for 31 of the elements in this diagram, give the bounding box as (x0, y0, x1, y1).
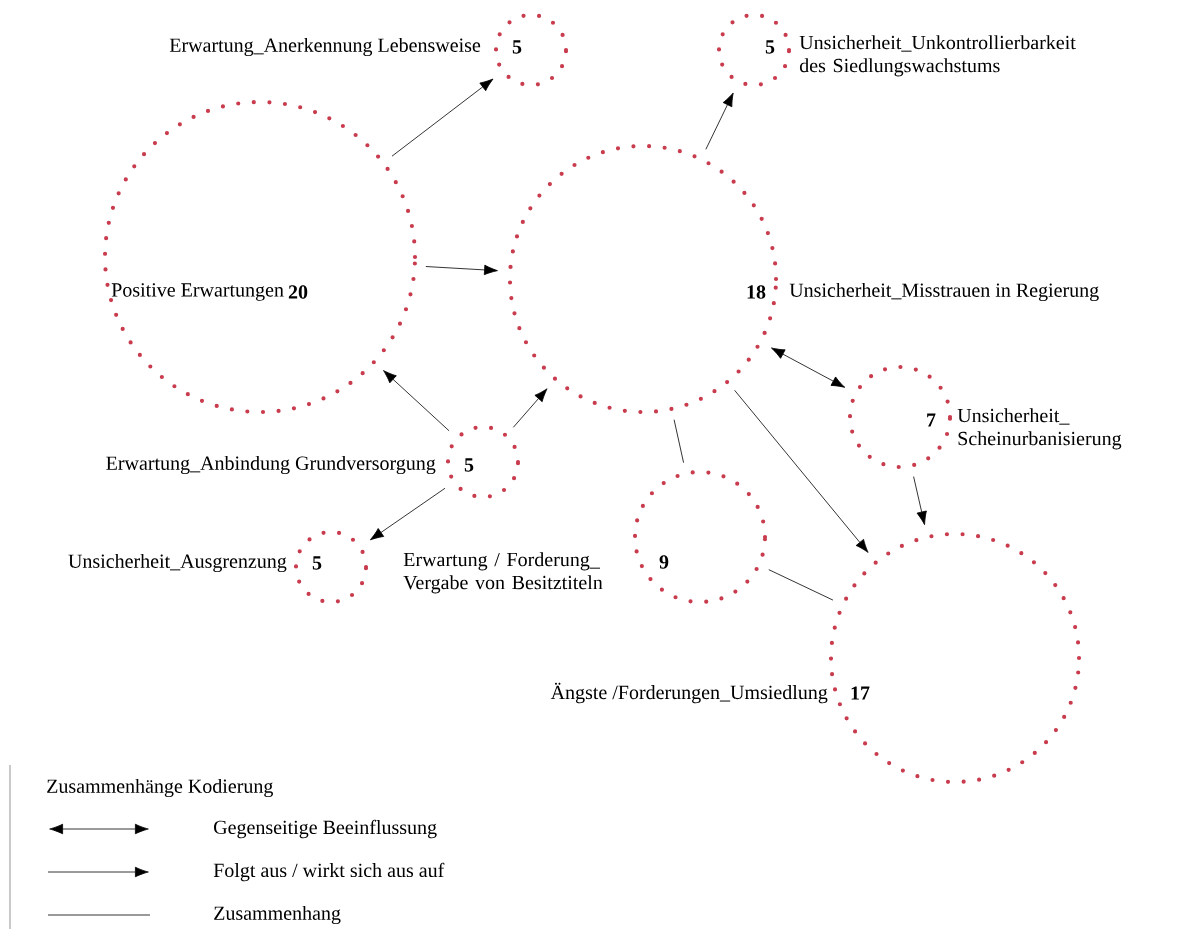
arrow (425, 264, 498, 276)
legend-text: Zusammenhang (214, 905, 341, 925)
node-label: Erwartung / Forderung_ Vergabe von Besitztiteln (403, 552, 603, 594)
count-number: 18 (747, 285, 766, 299)
legend-title: Zusammenhänge Kodierung (47, 778, 273, 798)
node-label: Unsicherheit_ Scheinurbanisierung (957, 408, 1122, 450)
count-number: 20 (288, 285, 308, 299)
arrow (369, 487, 446, 541)
arrow (391, 78, 494, 157)
arrow (705, 92, 734, 150)
legend-text: Folgt aus / wirkt sich aus auf (213, 862, 445, 882)
node-label: Erwartung_Anerkennung Lebensweise (169, 37, 481, 57)
node-label: Positive Erwartungen (111, 283, 284, 301)
arrow (734, 389, 869, 553)
arrow (771, 347, 846, 388)
legend-text: Gegenseitige Beeinflussung (214, 819, 437, 839)
node-label: Unsicherheit_Ausgrenzung (68, 553, 287, 573)
arrow (913, 476, 927, 526)
count-number: 5 (464, 458, 474, 472)
count-number: 5 (765, 40, 775, 54)
arrow (512, 388, 548, 428)
node-label: Erwartung_Anbindung Grundversorgung (106, 455, 436, 475)
node-label: Unsicherheit_Misstrauen in Regierung (789, 282, 1099, 302)
count-number: 5 (312, 556, 322, 570)
arrow (383, 370, 450, 432)
count-number: 5 (512, 40, 522, 54)
node-label: Ängste /Forderungen_Umsiedlung (550, 682, 828, 704)
count-number: 17 (851, 686, 870, 700)
node-label: Unsicherheit_Unkontrollierbarkeit des Siedlungswachstums (799, 35, 1076, 77)
count-number: 7 (927, 413, 936, 427)
count-number: 9 (659, 555, 669, 569)
